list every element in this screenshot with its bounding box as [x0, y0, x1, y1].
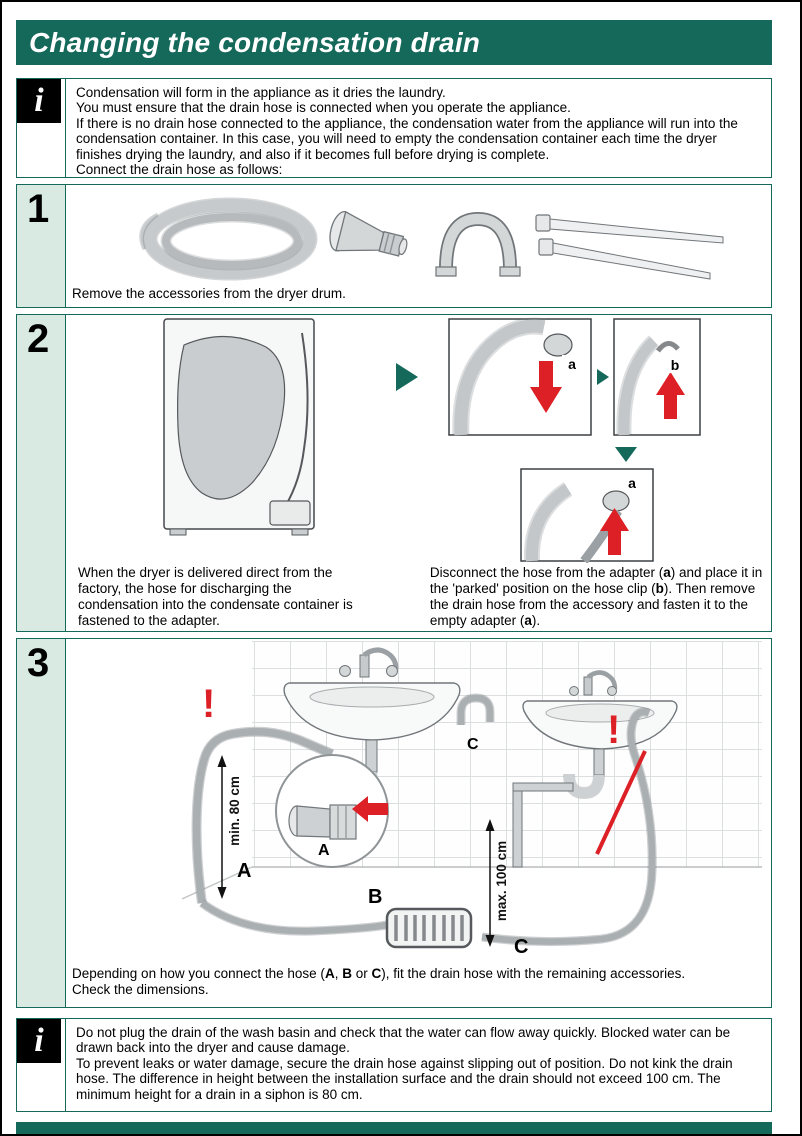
step-3-body: min. 80 cm ! A A C — [66, 639, 771, 1007]
label-a: a — [628, 475, 636, 491]
min-height-dimension: min. 80 cm — [217, 755, 242, 899]
step-1-body: Remove the accessories from the dryer dr… — [66, 185, 771, 307]
sequence-arrow-small-icon — [597, 369, 609, 385]
hose-hook-c-illustration — [456, 693, 495, 725]
step-2-captions: When the dryer is delivered direct from … — [66, 565, 771, 629]
info-paragraph: If there is no drain hose connected to t… — [76, 115, 738, 162]
step-3-number: 3 — [17, 639, 66, 1007]
label-a: a — [568, 356, 576, 372]
label-c-top: C — [467, 736, 479, 753]
detail-frame-a: a — [448, 317, 592, 436]
hose-c-illustration — [481, 707, 657, 947]
info-icon: i — [17, 1019, 61, 1063]
info-icon-glyph: i — [34, 1022, 44, 1059]
red-arrow-up-icon — [600, 508, 629, 555]
wash-basin-left-illustration — [283, 647, 461, 741]
info-paragraph: You must ensure that the drain hose is c… — [76, 100, 571, 116]
max-height-label: max. 100 cm — [494, 841, 509, 921]
info-section-top: i Condensation will form in the applianc… — [16, 78, 772, 178]
detail-frame-a2: a — [520, 468, 654, 563]
step-2-section: 2 a — [16, 314, 772, 632]
info-text-top: Condensation will form in the appliance … — [66, 79, 771, 177]
step-3-installation-illustration: min. 80 cm ! A A C — [182, 641, 762, 958]
sequence-arrow-icon — [396, 363, 418, 391]
hose-clip-illustration — [435, 211, 521, 277]
adapter-detail-inset: A — [275, 754, 389, 868]
hose-b-illustration — [199, 899, 388, 936]
red-arrow-left-icon — [352, 796, 388, 822]
step-1-number: 1 — [17, 185, 66, 307]
info-section-bottom: i Do not plug the drain of the wash basi… — [16, 1018, 772, 1112]
label-b: B — [368, 886, 382, 908]
info-icon-column: i — [17, 1019, 66, 1111]
info-icon: i — [17, 79, 61, 123]
step-2-illustration: a b — [163, 317, 701, 563]
red-warning-line — [595, 750, 647, 855]
info-paragraph: Connect the drain hose as follows: — [76, 162, 283, 178]
page-title-bar: Changing the condensation drain — [16, 20, 772, 65]
info-paragraph: Condensation will form in the appliance … — [76, 85, 446, 100]
cable-ties-illustration — [535, 214, 724, 280]
info-icon-column: i — [17, 79, 66, 177]
label-b: b — [671, 357, 680, 373]
step-3-section: 3 — [16, 638, 772, 1008]
warning-mark-left: ! — [202, 682, 215, 726]
warning-mark-right: ! — [607, 708, 620, 752]
step-2-caption-right: Disconnect the hose from the adapter (a)… — [429, 565, 763, 628]
label-a: A — [237, 860, 251, 882]
label-c-bottom: C — [514, 936, 528, 958]
drain-hose-coil-illustration — [139, 197, 318, 281]
step-1-caption: Remove the accessories from the dryer dr… — [72, 286, 346, 301]
red-arrow-down-icon — [530, 361, 562, 413]
step-2-caption-left: When the dryer is delivered direct from … — [78, 565, 353, 628]
dryer-rear-view-illustration — [163, 318, 315, 536]
hose-a-illustration — [191, 726, 334, 904]
info-paragraphs: Condensation will form in the appliance … — [66, 79, 771, 177]
label-a-inset: A — [318, 842, 330, 859]
info-paragraph: To prevent leaks or water damage, secure… — [76, 1055, 733, 1102]
step-2-number: 2 — [17, 315, 66, 631]
info-paragraphs: Do not plug the drain of the wash basin … — [66, 1019, 771, 1102]
drain-adapter-illustration — [329, 210, 408, 257]
step-1-section: 1 — [16, 184, 772, 308]
min-height-label: min. 80 cm — [227, 776, 242, 846]
info-paragraph: Do not plug the drain of the wash basin … — [76, 1025, 731, 1056]
page-title: Changing the condensation drain — [29, 26, 481, 58]
step-2-body: a b — [66, 315, 771, 631]
step-3-caption-line2: Check the dimensions. — [72, 982, 209, 997]
step-3-caption: Depending on how you connect the hose (A… — [66, 966, 771, 998]
info-text-bottom: Do not plug the drain of the wash basin … — [66, 1019, 771, 1111]
detail-frame-b: b — [613, 318, 701, 436]
sequence-arrow-down-icon — [615, 447, 637, 462]
red-arrow-up-icon — [656, 372, 685, 419]
page-footer-bar — [16, 1122, 772, 1134]
max-height-dimension: max. 100 cm — [485, 819, 509, 947]
floor-drain-grate — [385, 907, 473, 949]
step-1-accessories-illustration — [139, 197, 724, 281]
floor-corner-line — [182, 866, 253, 900]
info-icon-glyph: i — [34, 82, 44, 119]
